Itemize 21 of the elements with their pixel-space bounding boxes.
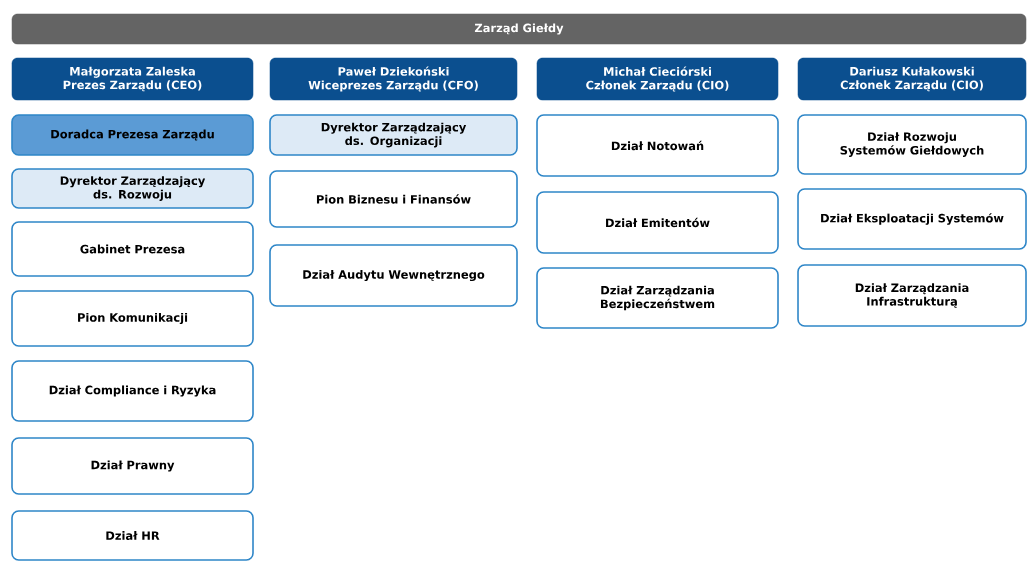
- department-box: Gabinet Prezesa: [11, 221, 254, 277]
- department-box: Dział Notowań: [536, 114, 779, 177]
- department-box: Dyrektor Zarządzający ds. Organizacji: [269, 114, 518, 156]
- department-box: Pion Komunikacji: [11, 290, 254, 347]
- department-box: Dyrektor Zarządzający ds. Rozwoju: [11, 168, 254, 209]
- department-box: Doradca Prezesa Zarządu: [11, 114, 254, 156]
- department-box: Pion Biznesu i Finansów: [269, 170, 518, 228]
- department-box: Dział Audytu Wewnętrznego: [269, 244, 518, 307]
- board-member-box: Dariusz Kułakowski Członek Zarządu (CIO): [797, 57, 1027, 101]
- department-box: Dział Prawny: [11, 437, 254, 495]
- department-box: Dział Emitentów: [536, 191, 779, 254]
- department-box: Dział Zarządzania Infrastrukturą: [797, 264, 1027, 327]
- department-box: Dział HR: [11, 510, 254, 561]
- department-box: Dział Zarządzania Bezpieczeństwem: [536, 267, 779, 329]
- board-member-box: Małgorzata Zaleska Prezes Zarządu (CEO): [11, 57, 254, 101]
- board-member-box: Paweł Dziekoński Wiceprezes Zarządu (CFO): [269, 57, 518, 101]
- department-box: Dział Rozwoju Systemów Giełdowych: [797, 114, 1027, 175]
- title-band: Zarząd Giełdy: [11, 13, 1027, 45]
- department-box: Dział Eksploatacji Systemów: [797, 188, 1027, 250]
- department-box: Dział Compliance i Ryzyka: [11, 360, 254, 422]
- board-member-box: Michał Cieciórski Członek Zarządu (CIO): [536, 57, 779, 101]
